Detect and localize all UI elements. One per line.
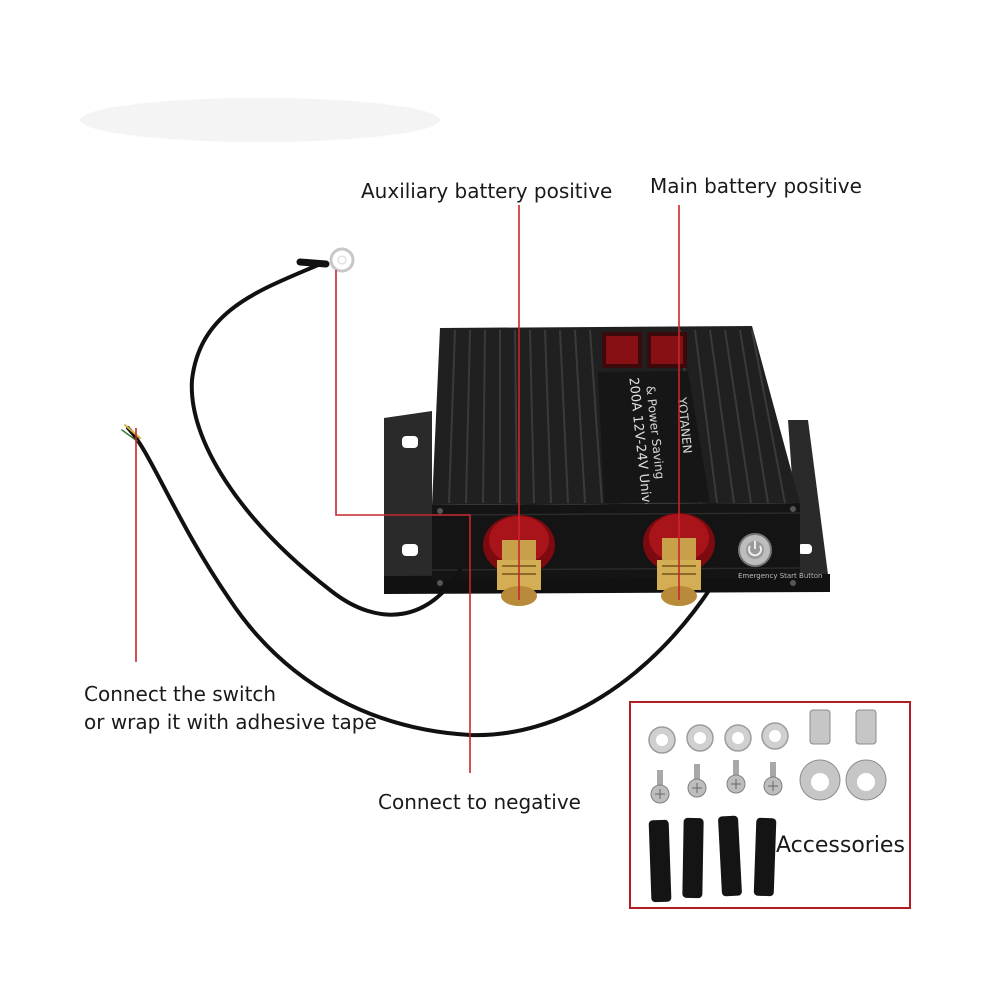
ring-terminal <box>296 247 355 273</box>
switch-instruction-line2: or wrap it with adhesive tape <box>84 710 377 734</box>
screw-row <box>650 760 783 804</box>
bracket-hole <box>402 544 418 556</box>
callout-lines <box>135 205 680 773</box>
accessories-items <box>648 709 887 903</box>
label-panel <box>598 371 710 503</box>
switch-instruction-line1: Connect the switch <box>84 682 277 706</box>
accessories-box <box>629 701 911 909</box>
background-shadow <box>80 98 440 142</box>
emergency-button-label: Emergency Start Button <box>738 572 822 580</box>
heat-shrink-tubes <box>648 815 777 903</box>
bracket-hole <box>798 544 812 554</box>
wires <box>121 263 714 738</box>
mounting-bracket-left <box>384 411 432 594</box>
switch-instruction: Connect the switch or wrap it with adhes… <box>84 680 377 736</box>
ring-lug-pair <box>799 709 887 801</box>
washer-row <box>648 722 789 754</box>
auxiliary-battery-label: Auxiliary battery positive <box>361 179 613 203</box>
ground-wire <box>189 263 462 617</box>
accessories-label: Accessories <box>776 833 905 858</box>
switch-wire <box>126 426 714 738</box>
battery-isolator-device: YOTANEN & Power Saving 200A 12V-24V Univ… <box>384 326 830 606</box>
negative-callout-line <box>335 270 471 773</box>
negative-label: Connect to negative <box>378 790 581 814</box>
emergency-start-button: Emergency Start Button <box>738 533 822 580</box>
bracket-hole <box>402 436 418 448</box>
main-battery-label: Main battery positive <box>650 174 862 198</box>
